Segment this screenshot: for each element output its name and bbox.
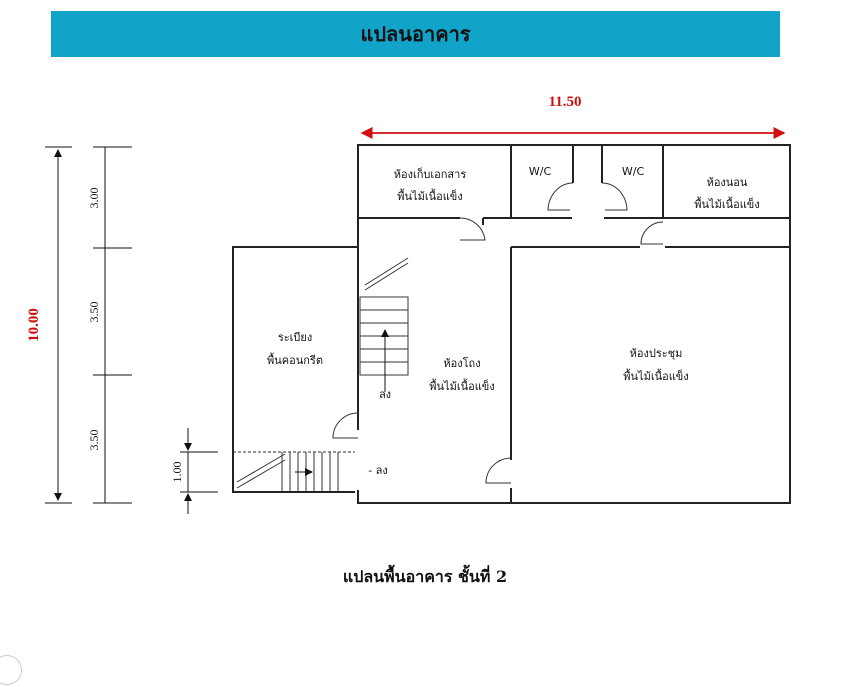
page-title: แปลนอาคาร [360, 22, 471, 46]
room-wc-2: W/C [622, 165, 645, 178]
room-meeting: ห้องประชุม พื้นไม้เนื้อแข็ง [623, 347, 688, 383]
svg-text:3.00: 3.00 [87, 188, 101, 209]
stair-down-label: ลง [379, 388, 391, 401]
svg-text:พื้นคอนกรีต: พื้นคอนกรีต [267, 352, 323, 367]
stair-landing-dimension: 1.00 [170, 428, 218, 514]
svg-text:1.00: 1.00 [170, 462, 184, 483]
svg-text:พื้นไม้เนื้อแข็ง: พื้นไม้เนื้อแข็ง [397, 188, 462, 203]
stair-up: ลง [359, 257, 409, 401]
svg-text:ห้องนอน: ห้องนอน [707, 176, 748, 189]
title-banner: แปลนอาคาร [51, 11, 780, 57]
stair-down: - ลง [236, 452, 388, 492]
depth-dimension: 10.00 [26, 146, 72, 504]
room-bedroom: ห้องนอน พื้นไม้เนื้อแข็ง [694, 176, 759, 211]
plan-caption: แปลนพื้นอาคาร ชั้นที่ 2 [342, 567, 508, 586]
svg-text:ห้องประชุม: ห้องประชุม [630, 347, 683, 360]
depth-label: 10.00 [26, 308, 42, 342]
svg-text:พื้นไม้เนื้อแข็ง: พื้นไม้เนื้อแข็ง [429, 378, 494, 393]
room-balcony: ระเบียง พื้นคอนกรีต [267, 331, 323, 367]
svg-text:3.50: 3.50 [87, 302, 101, 323]
svg-text:ระเบียง: ระเบียง [278, 331, 312, 344]
walls [232, 144, 791, 504]
stair-down-label-2: - ลง [368, 464, 388, 477]
width-label: 11.50 [549, 94, 582, 110]
room-hall: ห้องโถง พื้นไม้เนื้อแข็ง [429, 356, 494, 393]
doors [332, 182, 664, 484]
width-dimension: 11.50 [360, 94, 786, 139]
svg-text:ห้องเก็บเอกสาร: ห้องเก็บเอกสาร [394, 167, 467, 181]
room-archive: ห้องเก็บเอกสาร พื้นไม้เนื้อแข็ง [394, 167, 467, 203]
svg-text:3.50: 3.50 [87, 430, 101, 451]
svg-text:ห้องโถง: ห้องโถง [443, 356, 480, 370]
room-wc-1: W/C [529, 165, 552, 178]
svg-text:พื้นไม้เนื้อแข็ง: พื้นไม้เนื้อแข็ง [623, 368, 688, 383]
svg-text:พื้นไม้เนื้อแข็ง: พื้นไม้เนื้อแข็ง [694, 196, 759, 211]
segment-dimensions: 3.00 3.50 3.50 [87, 146, 132, 504]
